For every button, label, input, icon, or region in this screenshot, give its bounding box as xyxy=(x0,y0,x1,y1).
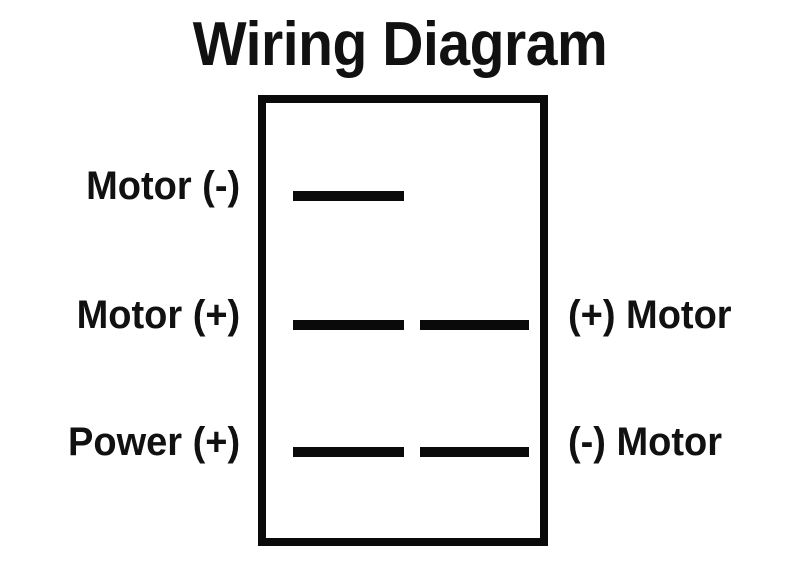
terminal-bar-row-2-right xyxy=(420,320,529,330)
switch-body-outline xyxy=(258,95,548,546)
left-label-row-2: Motor (+) xyxy=(76,293,240,337)
terminal-bar-row-3-right xyxy=(420,447,529,457)
page-title: Wiring Diagram xyxy=(192,10,608,79)
terminal-row-3 xyxy=(266,447,556,457)
terminal-bar-row-2-left xyxy=(293,320,404,330)
terminal-row-1 xyxy=(266,191,556,201)
left-label-row-1: Motor (-) xyxy=(85,164,240,208)
terminal-bar-row-1-left xyxy=(293,191,404,201)
right-label-row-3: (-) Motor xyxy=(568,420,723,464)
terminal-bar-row-3-left xyxy=(293,447,404,457)
right-label-row-2: (+) Motor xyxy=(568,293,732,337)
left-label-row-3: Power (+) xyxy=(67,420,240,464)
terminal-row-2 xyxy=(266,320,556,330)
